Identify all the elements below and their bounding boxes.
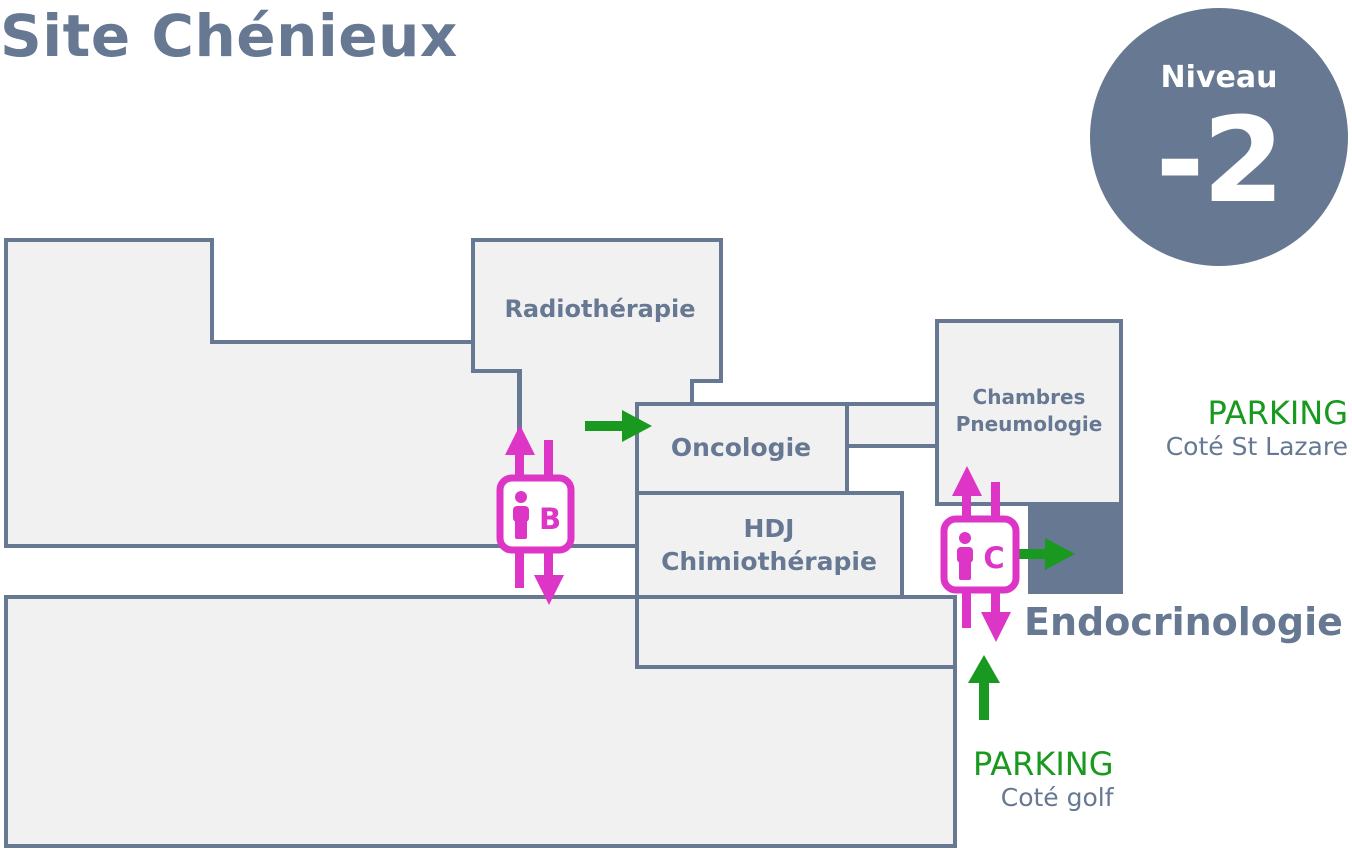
parking-golf-title: PARKING xyxy=(973,745,1114,783)
room-endocrinologie-block[interactable] xyxy=(1028,502,1123,594)
parking-lazare[interactable]: PARKING Coté St Lazare xyxy=(1166,394,1348,461)
label-pneumologie: Pneumologie xyxy=(956,412,1103,436)
level-value: -2 xyxy=(1155,91,1284,229)
level-badge: Niveau -2 xyxy=(1090,8,1348,266)
elevator-b[interactable]: B xyxy=(496,425,575,605)
label-chimiotherapie: Chimiothérapie xyxy=(661,547,877,576)
building-middle xyxy=(635,595,957,669)
parking-golf[interactable]: PARKING Coté golf xyxy=(973,745,1114,812)
elevator-b-letter: B xyxy=(539,502,561,536)
elevator-c[interactable]: C xyxy=(940,466,1020,642)
parking-lazare-subtitle: Coté St Lazare xyxy=(1165,432,1348,461)
site-title: Site Chénieux xyxy=(0,2,458,70)
person-in-elevator-icon xyxy=(957,532,973,580)
elevator-c-frame xyxy=(940,515,1020,594)
label-hdj: HDJ xyxy=(744,514,795,543)
label-radiotherapie: Radiothérapie xyxy=(504,295,695,323)
parking-lazare-title: PARKING xyxy=(1207,394,1348,432)
person-in-elevator-icon xyxy=(513,491,529,539)
arrow-icon xyxy=(585,410,652,442)
label-chambres: Chambres xyxy=(973,385,1086,409)
label-oncologie: Oncologie xyxy=(671,433,811,462)
room-hdj-chimiotherapie[interactable] xyxy=(635,491,904,599)
corridor xyxy=(845,402,939,448)
arrow-icon xyxy=(968,655,1000,720)
parking-golf-subtitle: Coté golf xyxy=(1000,783,1114,812)
arrow-icon xyxy=(1018,538,1075,570)
elevator-c-letter: C xyxy=(983,541,1004,575)
level-label: Niveau xyxy=(1160,60,1278,95)
label-endocrinologie: Endocrinologie xyxy=(1024,600,1343,644)
